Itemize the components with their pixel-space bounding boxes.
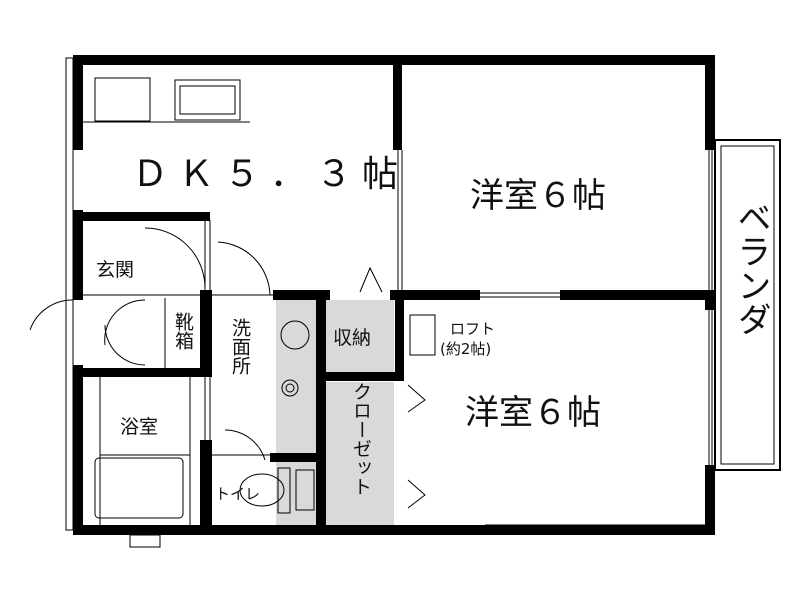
room-label-storage: 収納 bbox=[333, 327, 372, 349]
room-label-loft: ロフト bbox=[450, 320, 496, 338]
room-label-toilet: トイレ bbox=[215, 485, 261, 503]
room-label-dk: ＤＫ５．３帖 bbox=[132, 154, 409, 195]
room-label-closet: クローゼット bbox=[350, 382, 372, 496]
room-label-bathroom: 浴室 bbox=[120, 416, 159, 438]
walls bbox=[73, 55, 715, 535]
exterior-wall-hatch bbox=[65, 57, 74, 531]
room-label-western-2: 洋室６帖 bbox=[465, 393, 601, 433]
room-label-shoe-box: 靴箱 bbox=[172, 312, 194, 350]
room-label-loft-size: (約2帖) bbox=[440, 340, 492, 358]
room-label-western-1: 洋室６帖 bbox=[470, 176, 606, 216]
room-label-veranda: ベランダ bbox=[731, 200, 771, 336]
room-label-washroom: 洗面所 bbox=[229, 318, 251, 375]
room-label-entrance: 玄関 bbox=[96, 259, 135, 281]
thin-lines bbox=[29, 77, 713, 548]
